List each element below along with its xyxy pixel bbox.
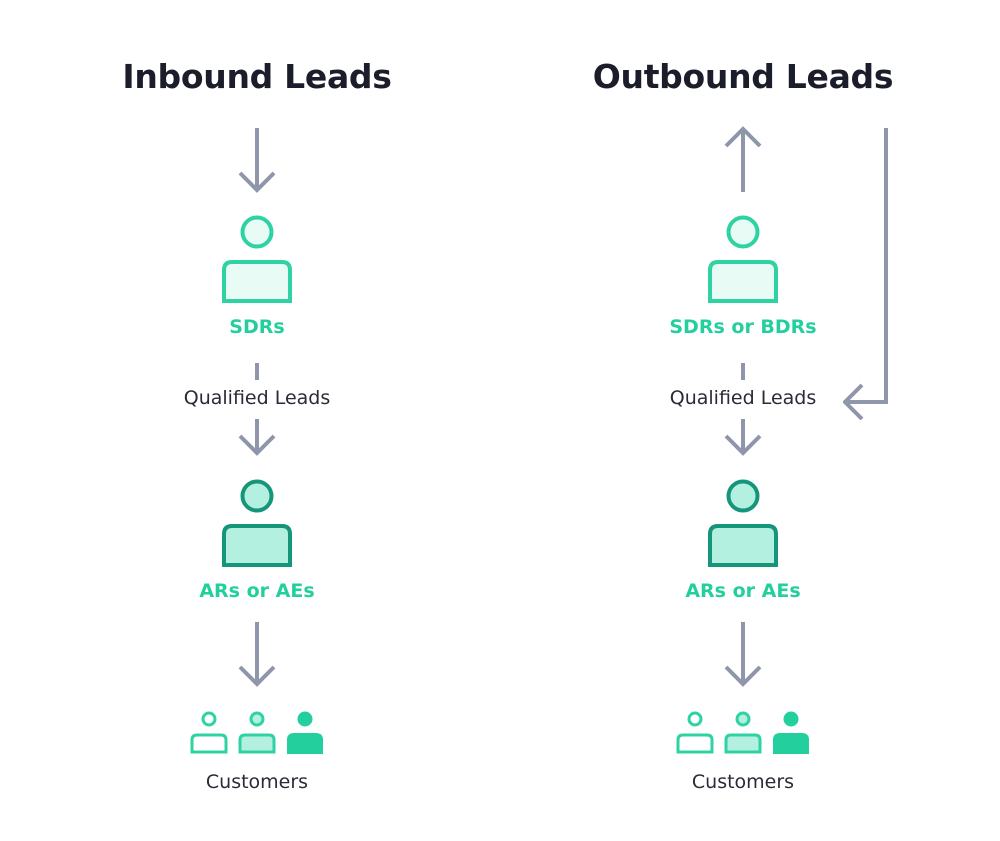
outbound-sdr-label: SDRs or BDRs — [669, 316, 817, 338]
inbound-customers-icon — [190, 711, 323, 754]
inbound-arrow-down-icon-3 — [238, 622, 276, 687]
inbound-sdr-person-icon — [222, 215, 292, 303]
outbound-arrow-up-icon — [724, 126, 762, 192]
inbound-customers-label: Customers — [107, 771, 407, 793]
outbound-return-arrow-left-icon — [842, 128, 888, 421]
inbound-ae-person-icon — [222, 479, 292, 567]
outbound-customers-label: Customers — [593, 771, 893, 793]
outbound-customers-icon — [676, 711, 809, 754]
outbound-ae-label: ARs or AEs — [685, 580, 801, 602]
inbound-sdr-label: SDRs — [229, 316, 285, 338]
inbound-arrow-down-icon-2 — [238, 419, 276, 456]
outbound-ae-person-icon — [708, 479, 778, 567]
outbound-handoff-label: Qualified Leads — [643, 387, 843, 409]
outbound-arrow-down-icon-1 — [724, 419, 762, 456]
inbound-handoff-label: Qualified Leads — [107, 387, 407, 409]
inbound-title: Inbound Leads — [122, 57, 392, 96]
outbound-arrow-down-icon-2 — [724, 622, 762, 687]
inbound-ae-label: ARs or AEs — [199, 580, 315, 602]
outbound-title: Outbound Leads — [592, 57, 894, 96]
outbound-sdr-person-icon — [708, 215, 778, 303]
inbound-arrow-down-icon-1 — [238, 128, 276, 193]
